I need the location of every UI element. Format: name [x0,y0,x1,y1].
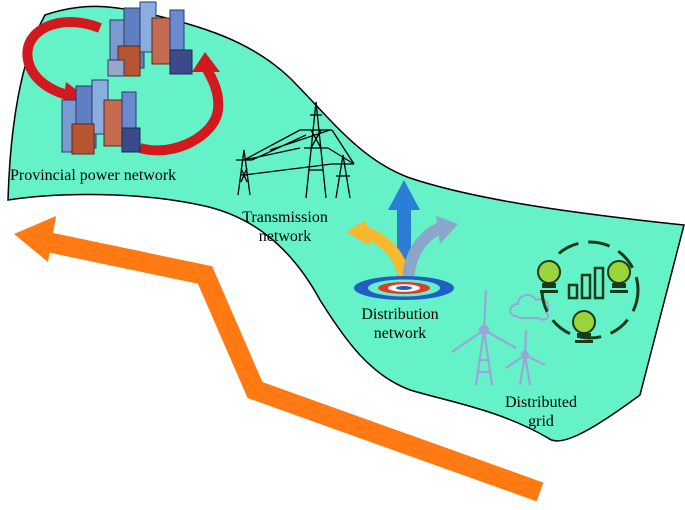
transmission-network-label: Transmission network [225,208,345,246]
provincial-network-label: Provincial power network [10,166,196,185]
lightbulb-icon [572,310,596,343]
orange-flow-arrow [35,230,544,502]
transmission-label-line1: Transmission [242,209,328,226]
distributed-label-line2: grid [528,413,554,430]
orange-arrow-head [14,216,56,262]
provincial-network-label-text: Provincial power network [10,167,177,184]
transmission-label-line2: network [258,228,312,245]
distribution-label-line1: Distribution [361,306,439,323]
lightbulb-icon [537,260,561,293]
city-buildings-icon [61,79,141,155]
bar-chart-icon [567,266,605,300]
distributed-label-line1: Distributed [505,394,577,411]
wind-turbine-icon [451,289,546,386]
lightbulb-icon [607,260,631,293]
target-icon [354,276,454,300]
distribution-network-label: Distribution network [345,305,455,343]
network-ribbon [7,5,685,442]
distribution-label-line2: network [373,325,427,342]
direction-arrows-icon [346,180,458,285]
transmission-tower-icon [236,101,355,199]
cloud-icon [509,294,550,321]
city-buildings-icon [107,1,193,77]
distributed-grid-label: Distributed grid [486,393,596,431]
